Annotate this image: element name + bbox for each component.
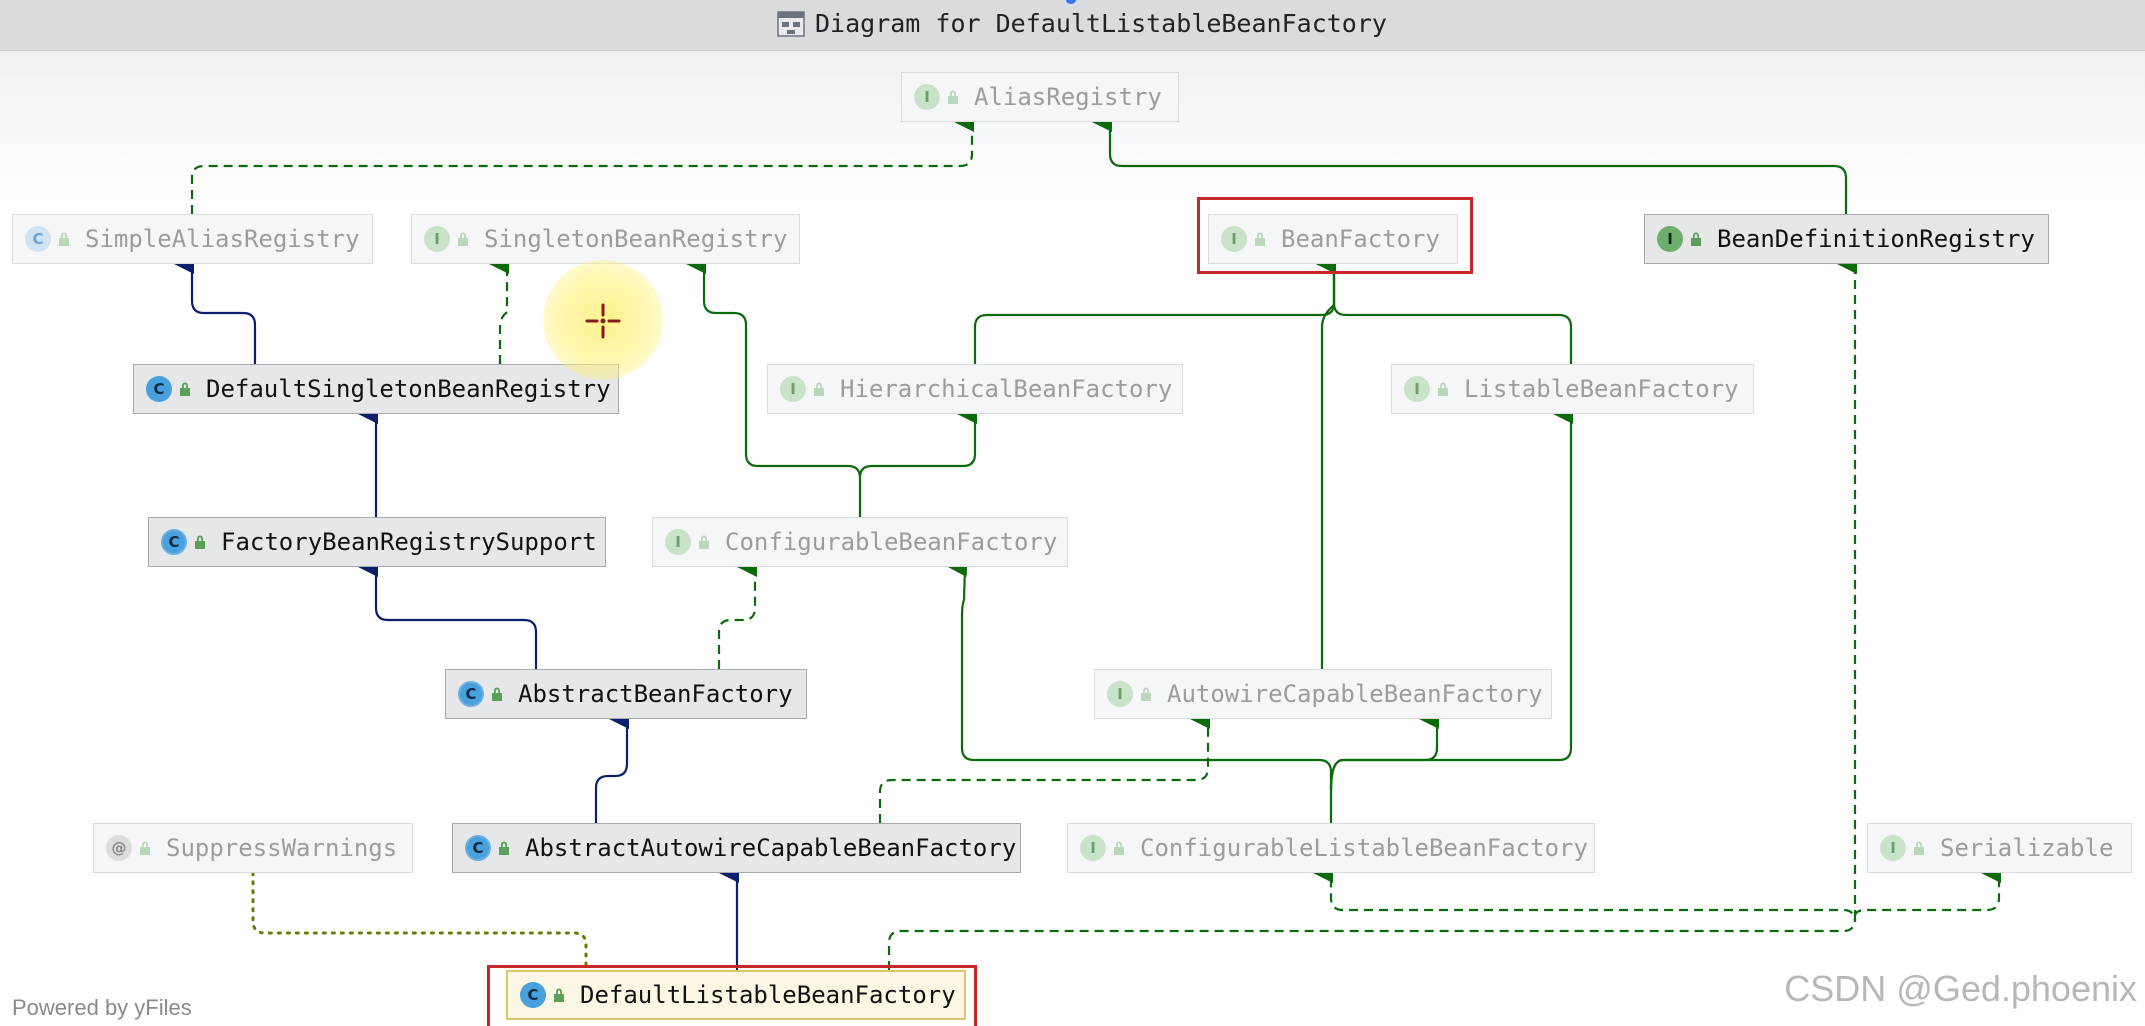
node-label: AbstractAutowireCapableBeanFactory (525, 834, 1017, 862)
class-icon: C (146, 376, 172, 402)
node-bean-factory[interactable]: I BeanFactory (1208, 214, 1458, 264)
node-simple-alias-registry[interactable]: C SimpleAliasRegistry (12, 214, 373, 264)
edge-default-listable-bean-factory-to-configurable-listable-bean-factory (887, 863, 1857, 970)
node-abstract-bean-factory[interactable]: C AbstractBeanFactory (445, 669, 807, 719)
edge-configurable-listable-bean-factory-to-configurable-bean-factory (947, 557, 1333, 823)
node-singleton-bean-registry[interactable]: I SingletonBeanRegistry (411, 214, 800, 264)
visibility-lock-icon (1691, 232, 1701, 246)
edge-configurable-listable-bean-factory-to-listable-bean-factory (1329, 404, 1573, 791)
edge-abstract-autowire-capable-bean-factory-to-abstract-bean-factory (594, 709, 629, 823)
interface-icon: I (1404, 376, 1430, 402)
diagram-title: Diagram for DefaultListableBeanFactory (815, 9, 1387, 38)
visibility-lock-icon (554, 988, 564, 1002)
visibility-lock-icon (140, 841, 150, 855)
interface-icon: I (1107, 681, 1133, 707)
diagram-title-bar: Diagram for DefaultListableBeanFactory (0, 0, 2145, 51)
annotation-icon: @ (106, 835, 132, 861)
class-icon: C (25, 226, 51, 252)
node-label: ConfigurableListableBeanFactory (1140, 834, 1588, 862)
edge-configurable-listable-bean-factory-to-autowire-capable-bean-factory (1329, 709, 1439, 791)
class-icon: C (520, 982, 546, 1008)
edge-configurable-bean-factory-to-singleton-bean-registry (686, 254, 862, 517)
crosshair-cursor-icon (585, 303, 621, 339)
node-serializable[interactable]: I Serializable (1867, 823, 2132, 873)
node-label: SimpleAliasRegistry (85, 225, 360, 253)
node-abstract-autowire-capable-bean-factory[interactable]: C AbstractAutowireCapableBeanFactory (452, 823, 1021, 873)
node-label: AliasRegistry (974, 83, 1162, 111)
visibility-lock-icon (492, 687, 502, 701)
edge-default-listable-bean-factory-to-suppress-warnings (251, 871, 588, 967)
visibility-lock-icon (1438, 382, 1448, 396)
node-configurable-bean-factory[interactable]: I ConfigurableBeanFactory (652, 517, 1068, 567)
node-label: DefaultSingletonBeanRegistry (206, 375, 611, 403)
node-label: BeanDefinitionRegistry (1717, 225, 2035, 253)
edge-autowire-capable-bean-factory-to-bean-factory (1316, 254, 1336, 669)
visibility-lock-icon (195, 535, 205, 549)
node-label: DefaultListableBeanFactory (580, 981, 956, 1009)
node-label: BeanFactory (1281, 225, 1440, 253)
visibility-lock-icon (1114, 841, 1124, 855)
node-listable-bean-factory[interactable]: I ListableBeanFactory (1391, 364, 1754, 414)
node-hierarchical-bean-factory[interactable]: I HierarchicalBeanFactory (767, 364, 1183, 414)
interface-icon: I (1657, 226, 1683, 252)
visibility-lock-icon (499, 841, 509, 855)
uml-diagram-icon (777, 11, 805, 37)
node-default-listable-bean-factory[interactable]: C DefaultListableBeanFactory (506, 970, 966, 1020)
visibility-lock-icon (1255, 232, 1265, 246)
visibility-lock-icon (948, 90, 958, 104)
edge-default-listable-bean-factory-to-serializable (1853, 863, 2001, 917)
visibility-lock-icon (1141, 687, 1151, 701)
interface-icon: I (780, 376, 806, 402)
powered-by-label: Powered by yFiles (12, 995, 192, 1020)
visibility-lock-icon (59, 232, 69, 246)
node-alias-registry[interactable]: I AliasRegistry (901, 72, 1179, 122)
abstract-class-icon: C (465, 835, 491, 861)
node-factory-bean-registry-support[interactable]: C FactoryBeanRegistrySupport (148, 517, 606, 567)
node-label: AbstractBeanFactory (518, 680, 793, 708)
edge-default-singleton-bean-registry-to-simple-alias-registry (174, 254, 257, 364)
edge-abstract-autowire-capable-bean-factory-to-autowire-capable-bean-factory (878, 709, 1210, 823)
abstract-class-icon: C (161, 529, 187, 555)
interface-icon: I (1880, 835, 1906, 861)
edge-abstract-bean-factory-to-configurable-bean-factory (717, 557, 757, 669)
edge-bean-definition-registry-to-alias-registry (1092, 112, 1848, 214)
watermark: CSDN @Ged.phoenix (1784, 968, 2137, 1009)
toolbar-indicator-dot (1066, 0, 1076, 4)
edge-default-singleton-bean-registry-to-singleton-bean-registry (489, 254, 509, 364)
node-label: AutowireCapableBeanFactory (1167, 680, 1543, 708)
edge-simple-alias-registry-to-alias-registry (190, 112, 974, 214)
interface-icon: I (914, 84, 940, 110)
node-suppress-warnings[interactable]: @ SuppressWarnings (93, 823, 413, 873)
interface-icon: I (1080, 835, 1106, 861)
interface-icon: I (665, 529, 691, 555)
highlight-box-default-listable-bean-factory (487, 965, 977, 1026)
visibility-lock-icon (699, 535, 709, 549)
edge-listable-bean-factory-to-bean-factory (1316, 254, 1573, 364)
node-autowire-capable-bean-factory[interactable]: I AutowireCapableBeanFactory (1094, 669, 1552, 719)
node-label: ConfigurableBeanFactory (725, 528, 1058, 556)
node-bean-definition-registry[interactable]: I BeanDefinitionRegistry (1644, 214, 2049, 264)
node-label: SuppressWarnings (166, 834, 398, 862)
visibility-lock-icon (458, 232, 468, 246)
interface-icon: I (1221, 226, 1247, 252)
node-label: SingletonBeanRegistry (484, 225, 788, 253)
edge-hierarchical-bean-factory-to-bean-factory (973, 254, 1336, 364)
visibility-lock-icon (814, 382, 824, 396)
abstract-class-icon: C (458, 681, 484, 707)
node-label: FactoryBeanRegistrySupport (221, 528, 597, 556)
edge-configurable-bean-factory-to-hierarchical-bean-factory (858, 404, 977, 478)
node-configurable-listable-bean-factory[interactable]: I ConfigurableListableBeanFactory (1067, 823, 1595, 873)
node-default-singleton-bean-registry[interactable]: C DefaultSingletonBeanRegistry (133, 364, 619, 414)
interface-icon: I (424, 226, 450, 252)
visibility-lock-icon (180, 382, 190, 396)
visibility-lock-icon (1914, 841, 1924, 855)
edge-abstract-bean-factory-to-factory-bean-registry-support (358, 557, 538, 669)
node-label: HierarchicalBeanFactory (840, 375, 1173, 403)
node-label: ListableBeanFactory (1464, 375, 1739, 403)
node-label: Serializable (1940, 834, 2114, 862)
highlight-box-bean-factory (1197, 197, 1473, 274)
